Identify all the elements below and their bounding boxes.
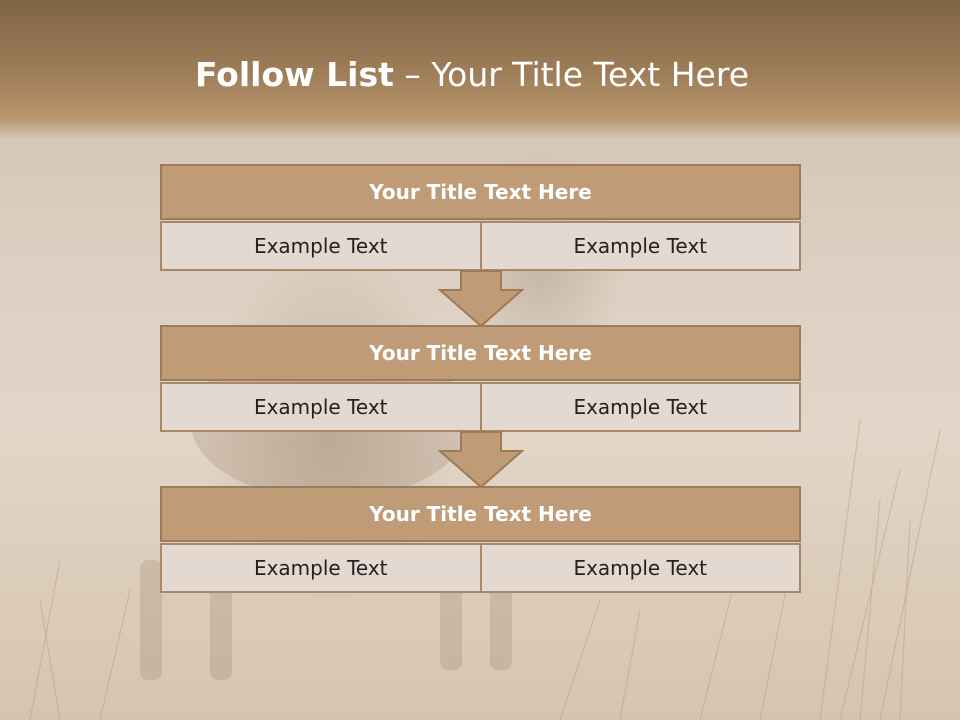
title-band	[0, 0, 960, 140]
group-row: Example Text Example Text	[160, 221, 801, 271]
group-title: Your Title Text Here	[160, 325, 801, 381]
group-cell-right: Example Text	[480, 382, 801, 432]
group-title: Your Title Text Here	[160, 164, 801, 220]
list-group-1: Your Title Text Here Example Text Exampl…	[160, 164, 801, 271]
group-row: Example Text Example Text	[160, 543, 801, 593]
list-group-2: Your Title Text Here Example Text Exampl…	[160, 325, 801, 432]
down-arrow-icon	[438, 270, 524, 328]
group-cell-left: Example Text	[160, 221, 482, 271]
down-arrow-icon	[438, 431, 524, 489]
list-group-3: Your Title Text Here Example Text Exampl…	[160, 486, 801, 593]
group-cell-left: Example Text	[160, 382, 482, 432]
group-title: Your Title Text Here	[160, 486, 801, 542]
slide-title: Follow List – Your Title Text Here	[0, 52, 944, 98]
group-cell-left: Example Text	[160, 543, 482, 593]
group-cell-right: Example Text	[480, 543, 801, 593]
group-row: Example Text Example Text	[160, 382, 801, 432]
group-cell-right: Example Text	[480, 221, 801, 271]
title-bold: Follow List	[194, 55, 394, 94]
title-rest: Your Title Text Here	[431, 55, 750, 94]
title-separator: –	[393, 55, 432, 94]
